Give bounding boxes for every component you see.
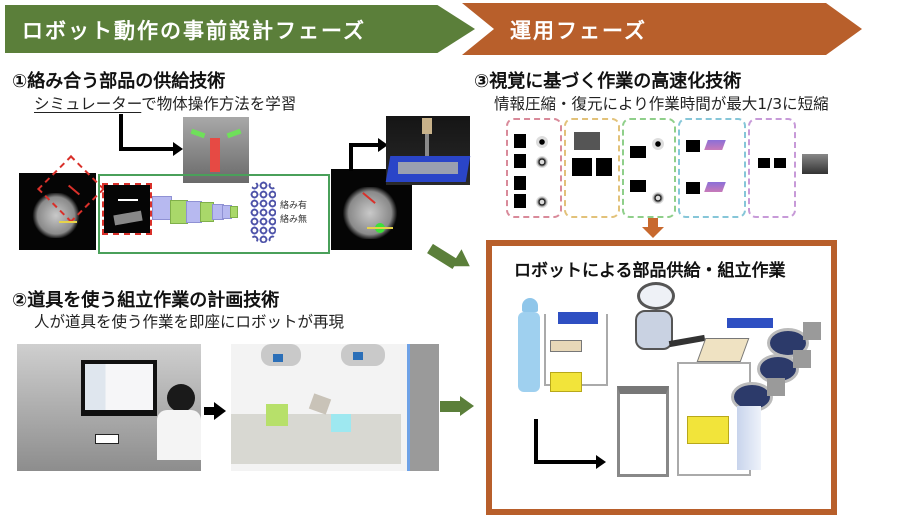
section3-subtitle: 情報圧縮・復元により作業時間が最大1/3に短縮 xyxy=(494,95,829,113)
demo-to-sim-arrow-head xyxy=(214,402,226,420)
demo-to-sim-arrow-shaft xyxy=(204,407,216,415)
pipeline-stage xyxy=(622,118,676,218)
sim-arrow-head xyxy=(173,142,183,156)
down-arrow-shaft xyxy=(648,218,658,228)
cnn-layer xyxy=(230,206,238,218)
section2-subtitle: 人が道具を使う作業を即座にロボットが再現 xyxy=(34,313,345,331)
design-phase-banner xyxy=(5,5,475,53)
human-worker-illustration xyxy=(512,298,622,408)
cnn-layer xyxy=(152,196,172,220)
pick-arrow-head xyxy=(378,138,388,152)
section3-title: ③視覚に基づく作業の高速化技術 xyxy=(474,71,742,92)
simulator-image xyxy=(183,117,249,183)
robot-cell-illustration xyxy=(617,282,827,492)
operation-box: ロボットによる部品供給・組立作業 xyxy=(486,240,837,515)
pipeline-stage xyxy=(506,118,562,218)
pick-arrow-vertical xyxy=(349,145,353,171)
section2-title: ②道具を使う組立作業の計画技術 xyxy=(12,290,280,311)
human-demo-photo xyxy=(17,344,201,471)
simulator-label: シミュレーター xyxy=(34,95,142,113)
sim-arrow-horizontal xyxy=(119,147,175,151)
diagonal-arrow-head xyxy=(450,249,476,275)
to-operation-arrow-head xyxy=(460,396,474,416)
section1-subtitle: シミュレーターで物体操作方法を学習 xyxy=(34,92,296,114)
to-operation-arrow-shaft xyxy=(440,401,462,412)
sim-arrow-vertical xyxy=(119,114,123,150)
neural-network-icon xyxy=(250,181,276,243)
l-arrow-vertical xyxy=(534,419,538,463)
operation-phase-banner xyxy=(462,3,862,55)
operation-box-title: ロボットによる部品供給・組立作業 xyxy=(514,261,786,281)
nn-output-tangled: 絡み有 xyxy=(280,201,308,211)
pipeline-stage xyxy=(564,118,620,218)
nn-output-untangled: 絡み無 xyxy=(280,215,308,225)
robot-picking-photo xyxy=(385,116,471,185)
robot-simulation-screenshot xyxy=(231,344,439,471)
pipeline-stage xyxy=(678,118,746,218)
section1-subtitle-rest: で物体操作方法を学習 xyxy=(141,95,297,113)
operation-phase-label: 運用フェーズ xyxy=(510,19,647,43)
compression-pipeline-diagram xyxy=(506,118,836,218)
design-phase-label: ロボット動作の事前設計フェーズ xyxy=(22,19,366,43)
pick-arrow-horizontal xyxy=(349,143,379,147)
pipeline-stage xyxy=(748,118,796,218)
cropped-part-image xyxy=(102,183,152,235)
nn-classifier-box: 絡み有 絡み無 xyxy=(98,174,330,254)
down-arrow-head xyxy=(642,227,664,238)
l-arrow-horizontal xyxy=(534,460,598,464)
l-arrow-head xyxy=(596,455,606,469)
section1-title: ①絡み合う部品の供給技術 xyxy=(12,71,226,92)
parts-pile-image-left xyxy=(19,155,105,250)
